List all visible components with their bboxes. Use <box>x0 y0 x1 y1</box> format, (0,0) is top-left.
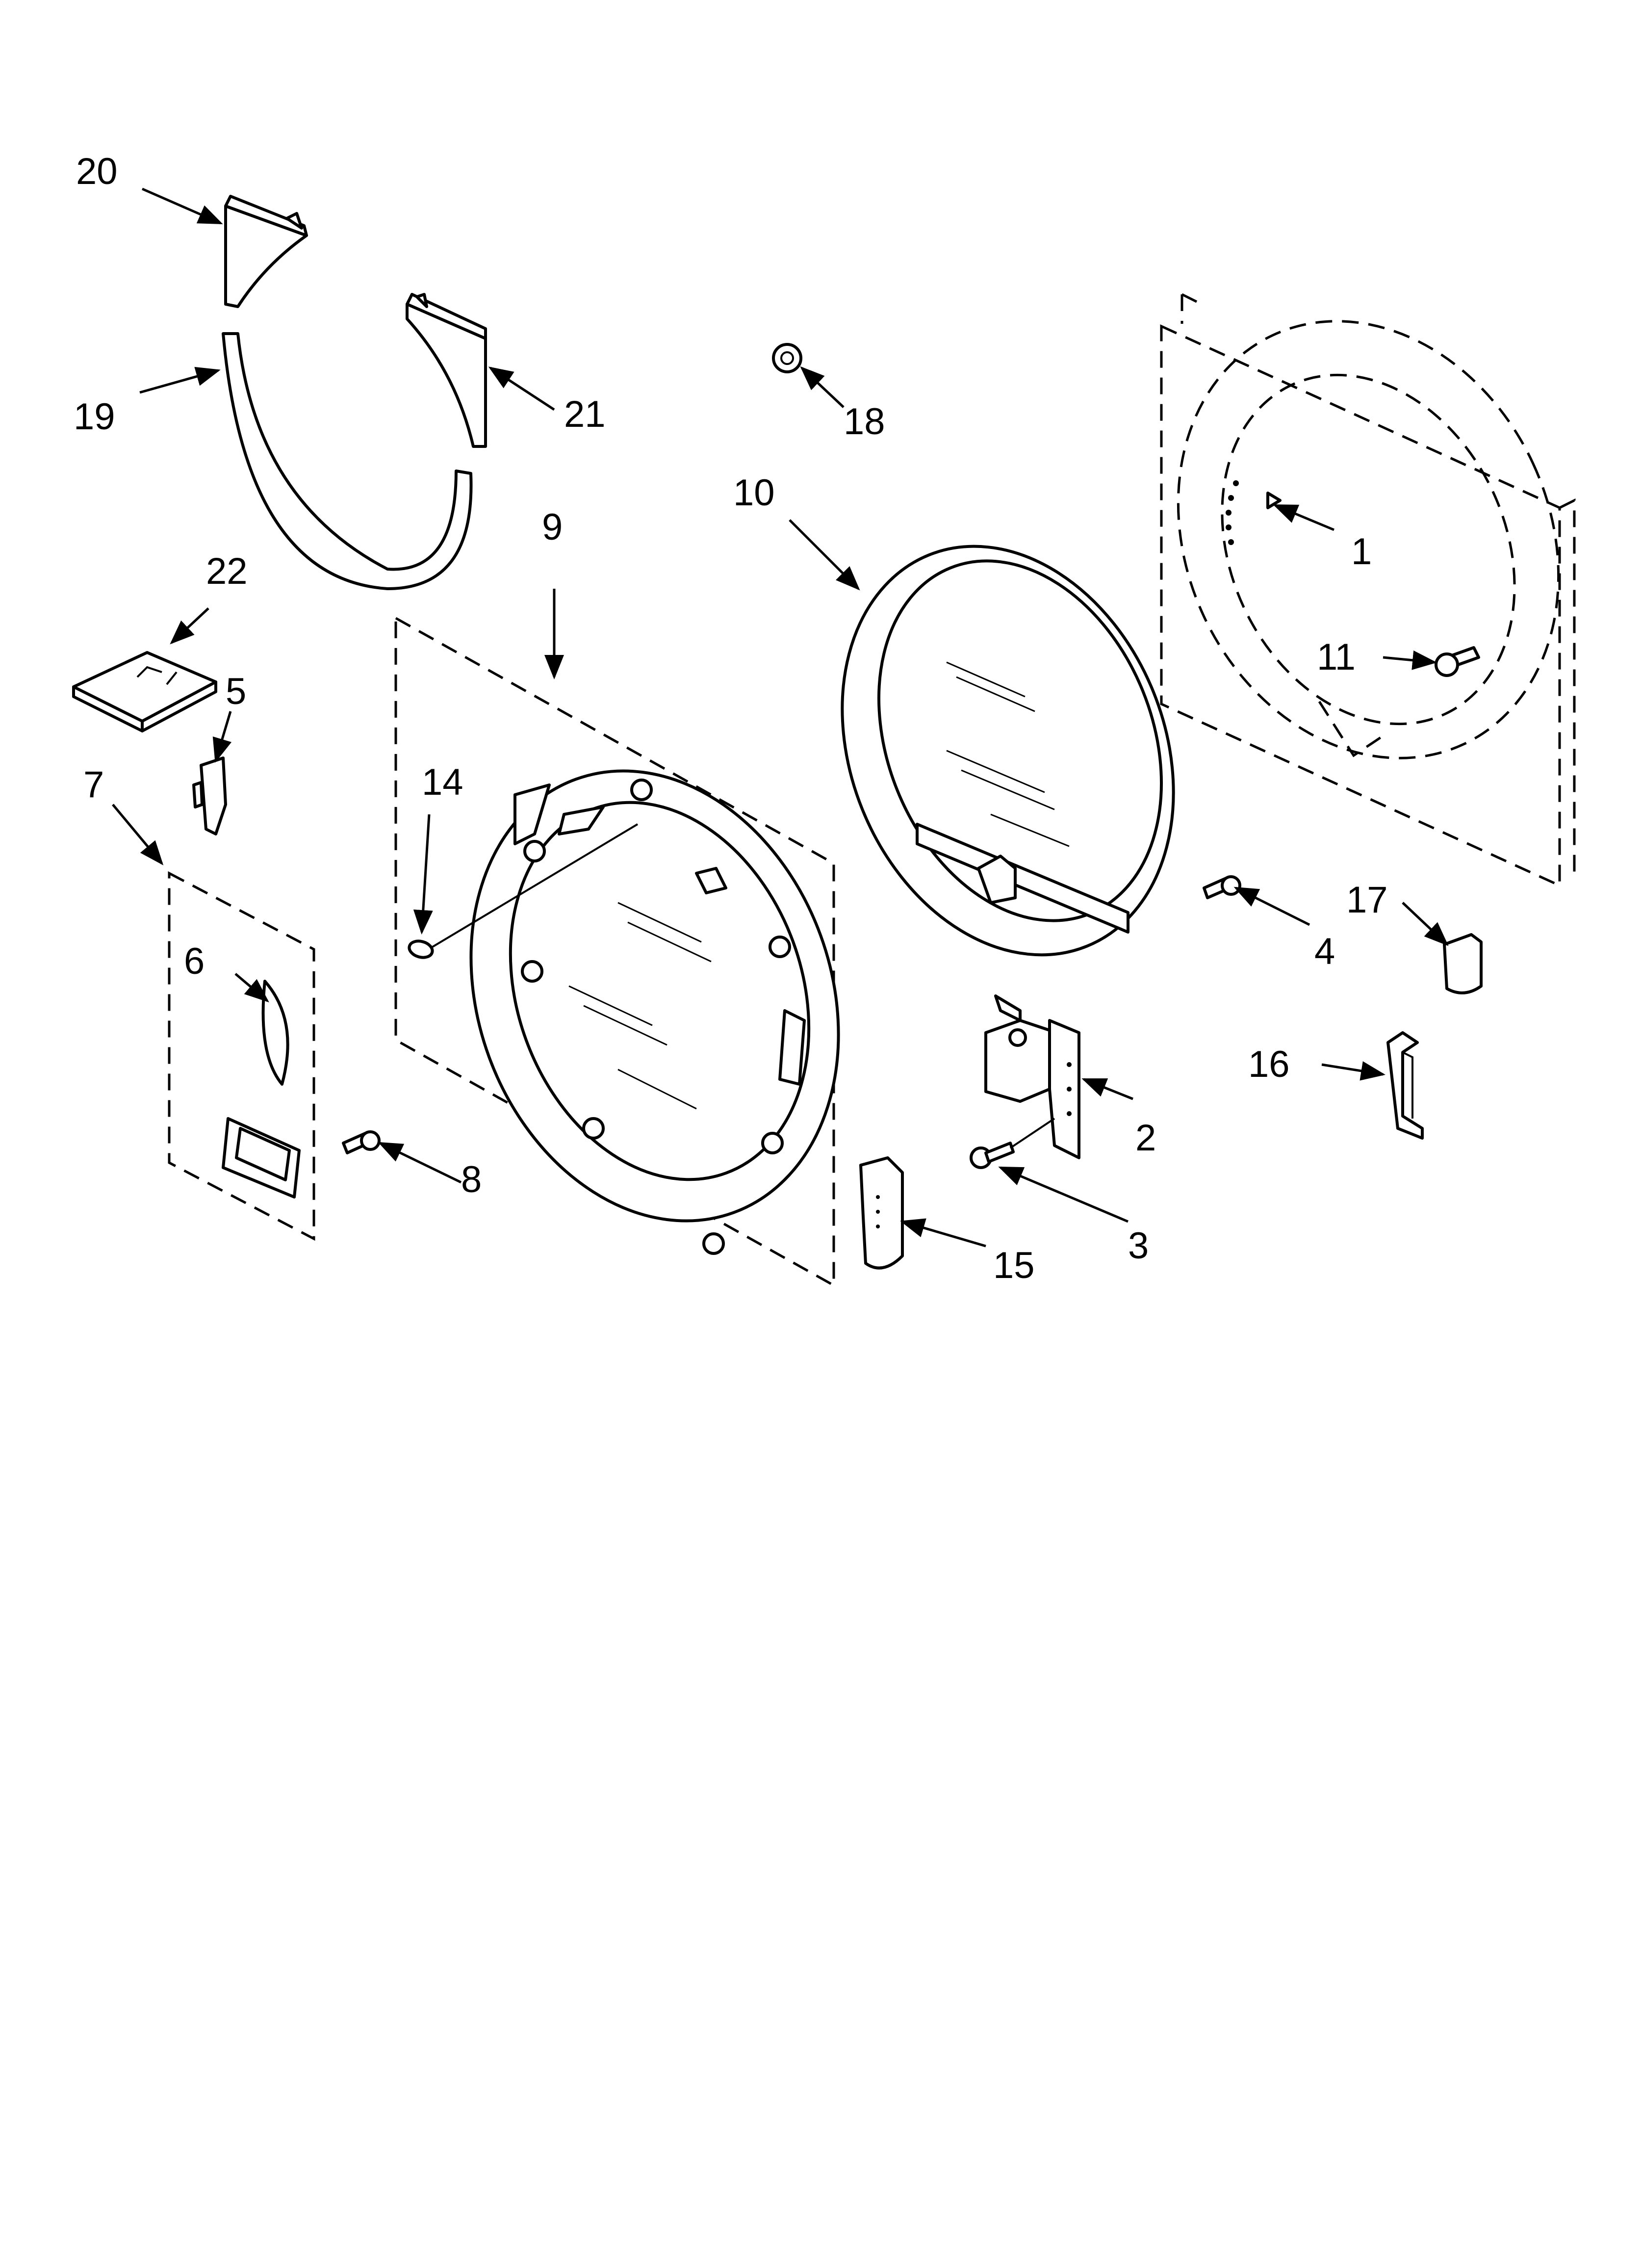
latch-cover-part <box>72 651 217 732</box>
callout-1: 1 <box>1351 531 1372 573</box>
callout-2: 2 <box>1135 1117 1156 1159</box>
callout-20: 20 <box>76 151 118 192</box>
handle-body-part <box>222 1117 301 1199</box>
callout-labels: 1 2 3 4 5 6 7 8 9 10 11 14 15 16 17 18 1… <box>74 151 1388 1286</box>
callout-9: 9 <box>542 506 563 548</box>
latch-clip-part <box>192 756 227 835</box>
door-screw-part <box>1435 646 1480 677</box>
inner-door-glass-part <box>841 545 1175 957</box>
handle-insert-part <box>261 980 289 1086</box>
hinge-cover-upper-part <box>1443 933 1483 994</box>
callout-4: 4 <box>1314 931 1335 972</box>
callout-22: 22 <box>206 550 248 592</box>
hinge-cover-bracket-part <box>1386 1031 1424 1140</box>
trim-end-cap-right-part <box>406 293 487 448</box>
callout-5: 5 <box>226 671 246 712</box>
handle-screw-part <box>342 1130 381 1154</box>
callout-3: 3 <box>1128 1225 1149 1267</box>
callout-7: 7 <box>83 764 104 806</box>
callout-21: 21 <box>564 393 606 435</box>
leader-lines <box>112 187 1449 1248</box>
trim-end-cap-left-part <box>224 195 308 308</box>
door-strike-part <box>772 343 802 373</box>
door-trim-ring-part <box>222 332 473 590</box>
callout-6: 6 <box>184 940 205 982</box>
callout-14: 14 <box>422 761 463 803</box>
outer-door-panel-part <box>1160 293 1576 887</box>
panel-screw-part <box>1203 875 1241 899</box>
outer-door-ring-assembly-part <box>394 616 840 1288</box>
door-hinge-part <box>984 994 1080 1159</box>
callout-18: 18 <box>844 401 885 443</box>
callout-15: 15 <box>993 1245 1035 1286</box>
handle-assembly-part <box>168 871 315 1241</box>
callout-11: 11 <box>1317 636 1356 678</box>
hinge-screw-part <box>970 1118 1055 1169</box>
door-bumper-part <box>408 823 639 959</box>
callout-19: 19 <box>74 396 115 438</box>
callout-10: 10 <box>733 472 775 514</box>
callout-8: 8 <box>461 1159 482 1200</box>
callout-16: 16 <box>1248 1043 1290 1085</box>
hinge-cover-lower-part <box>859 1156 904 1270</box>
callout-17: 17 <box>1346 879 1388 921</box>
